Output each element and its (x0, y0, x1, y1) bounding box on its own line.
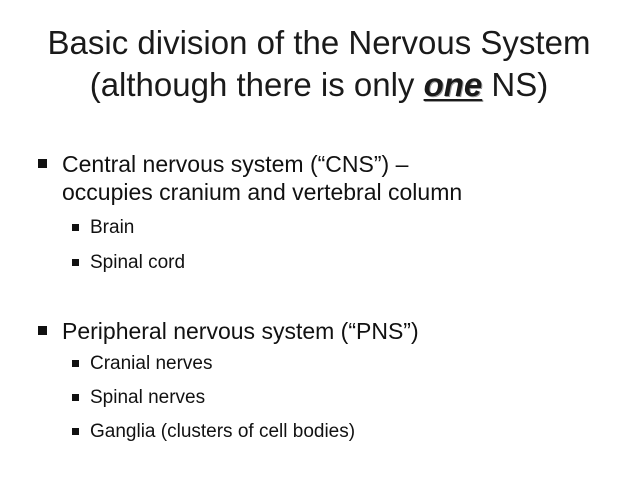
title-emphasis-word: one (423, 66, 483, 103)
bullet-pns: Peripheral nervous system (“PNS”) (38, 317, 598, 345)
title-line-1: Basic division of the Nervous System (47, 24, 591, 61)
square-bullet-icon (72, 259, 79, 266)
square-bullet-icon (72, 394, 79, 401)
square-bullet-icon (72, 360, 79, 367)
sub-bullet-label: Brain (90, 217, 135, 238)
square-bullet-icon (38, 326, 47, 335)
sub-bullet-ganglia: Ganglia (clusters of cell bodies) (72, 420, 592, 444)
square-bullet-icon (38, 159, 47, 168)
sub-bullet-spinal-nerves: Spinal nerves (72, 386, 592, 410)
title-line-2: (although there is only one NS) (0, 64, 638, 106)
square-bullet-icon (72, 224, 79, 231)
sub-bullet-spinal-cord: Spinal cord (72, 251, 592, 275)
sub-bullet-label: Cranial nerves (90, 353, 213, 374)
sub-bullet-brain: Brain (72, 216, 592, 240)
sub-bullet-cranial-nerves: Cranial nerves (72, 352, 592, 376)
title-line-2-start: (although there is only (89, 66, 424, 103)
sub-bullet-label: Spinal cord (90, 252, 186, 273)
bullet-cns-line-1: Central nervous system (“CNS”) – (62, 151, 409, 177)
sub-bullet-label: Spinal nerves (90, 387, 206, 408)
bullet-cns: Central nervous system (“CNS”) – occupie… (38, 150, 598, 206)
bullet-cns-line-2: occupies cranium and vertebral column (62, 179, 463, 205)
sub-bullet-label: Ganglia (clusters of cell bodies) (90, 421, 356, 442)
slide-title: Basic division of the Nervous System (al… (0, 22, 638, 106)
square-bullet-icon (72, 428, 79, 435)
title-line-2-end: NS) (482, 66, 549, 103)
bullet-pns-line-1: Peripheral nervous system (“PNS”) (62, 318, 419, 344)
